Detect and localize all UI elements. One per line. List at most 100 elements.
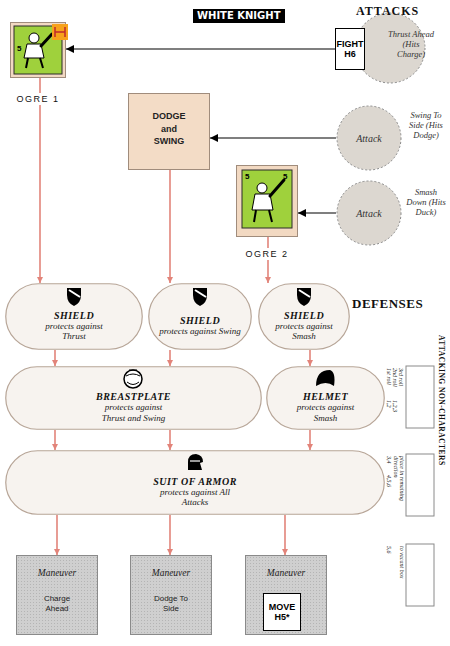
table-cell: 3,4 bbox=[386, 456, 392, 464]
flow-arrow bbox=[169, 170, 171, 283]
ogre-box: OGRE 1 bbox=[10, 22, 66, 78]
flow-arrow bbox=[39, 78, 41, 283]
counter-text: FIGHT H6 bbox=[336, 39, 364, 60]
shield-icon bbox=[67, 288, 81, 306]
figure-legs bbox=[254, 210, 272, 222]
defense-title: SHIELD bbox=[54, 310, 94, 321]
flow-arrow bbox=[169, 430, 171, 450]
shield-shape bbox=[67, 288, 81, 306]
visor-slit bbox=[190, 460, 200, 461]
flow-arrow bbox=[298, 212, 336, 213]
defense-text: protects against All Attacks bbox=[154, 487, 236, 508]
table-cell: 1st roll bbox=[386, 368, 392, 385]
defense-text: protects against Thrust and Swing bbox=[93, 402, 175, 423]
shield-shape bbox=[297, 288, 311, 306]
flow-arrow bbox=[210, 137, 336, 138]
helmet-icon bbox=[316, 370, 335, 386]
defense-oval: SHIELDprotects against Thrust bbox=[5, 283, 143, 350]
ogre-counter bbox=[242, 170, 292, 228]
counter-face bbox=[242, 170, 292, 228]
flow-arrow bbox=[309, 350, 311, 366]
ogre-box: OGRE 2 bbox=[236, 165, 298, 237]
attack-circle: AttackSmash Down (Hits Duck) bbox=[336, 180, 402, 246]
attack-title: Attack bbox=[336, 133, 402, 144]
defense-title: SHIELD bbox=[284, 310, 324, 321]
figure-club bbox=[41, 34, 52, 46]
defense-text: protects against Thrust bbox=[33, 321, 115, 342]
attack-text: Swing To Side (Hits Dodge) bbox=[404, 111, 448, 140]
side-title: ATTACKING NON-CHARACTERS bbox=[437, 335, 446, 466]
attack-circle: AttackSwing To Side (Hits Dodge) bbox=[336, 105, 402, 171]
defense-text: protects against Smash bbox=[285, 402, 367, 423]
section-title: DEFENSES bbox=[352, 296, 423, 312]
table-cell: 1,2,3 bbox=[392, 400, 398, 412]
edge-label: WHITE KNIGHT bbox=[193, 9, 285, 23]
target-marker bbox=[52, 24, 68, 40]
defense-title: HELMET bbox=[303, 391, 348, 402]
figure-head bbox=[29, 33, 39, 43]
figure-legs bbox=[26, 58, 43, 68]
flow-arrow bbox=[66, 48, 335, 49]
shield-stripe bbox=[195, 290, 206, 297]
defense-oval: BREASTPLATEprotects against Thrust and S… bbox=[5, 366, 262, 430]
marker-cross bbox=[55, 27, 65, 37]
stadium-fill bbox=[267, 367, 385, 430]
flow-arrow bbox=[56, 515, 58, 555]
counter-text: MOVE H5* bbox=[265, 602, 299, 623]
flow-arrow bbox=[54, 430, 56, 450]
shield-shape bbox=[193, 288, 207, 306]
stadium-fill bbox=[6, 451, 385, 515]
empty-box bbox=[406, 454, 434, 516]
defense-text: protects against Swing bbox=[159, 326, 241, 336]
armor-icon bbox=[188, 454, 203, 470]
shield-icon bbox=[297, 288, 311, 306]
box-title: Maneuver bbox=[267, 568, 306, 578]
maneuver-box: ManeuverCharge Ahead bbox=[16, 555, 98, 635]
shield-stripe bbox=[299, 290, 310, 297]
flow-arrow bbox=[267, 237, 269, 283]
box-title: Maneuver bbox=[152, 568, 191, 578]
box-title: DODGE and SWING bbox=[149, 110, 189, 148]
unit-name: OGRE 2 bbox=[227, 248, 307, 260]
shield-icon bbox=[193, 288, 207, 306]
breastplate-shape bbox=[124, 370, 142, 388]
defense-oval: SHIELDprotects against Smash bbox=[258, 283, 350, 350]
table-cell: 1,2 bbox=[386, 400, 392, 408]
unit-counter: FIGHT H6 bbox=[335, 28, 365, 70]
breastplate-icon bbox=[124, 370, 142, 388]
table-cell: place in remaining direction bbox=[391, 456, 405, 518]
flow-arrow bbox=[169, 515, 171, 555]
defense-title: BREASTPLATE bbox=[96, 391, 171, 402]
table-cell: 3rd roll bbox=[398, 368, 404, 386]
attack-title: Attack bbox=[336, 208, 402, 219]
defense-title: SUIT OF ARMOR bbox=[153, 476, 237, 487]
circle-fill bbox=[337, 181, 401, 245]
defense-oval: SHIELDprotects against Swing bbox=[148, 283, 252, 350]
knight-head bbox=[188, 454, 203, 470]
stadium-fill bbox=[259, 284, 350, 350]
maneuver-text: Dodge To Side bbox=[149, 594, 193, 615]
stadium-fill bbox=[6, 284, 143, 350]
flow-arrow bbox=[169, 350, 171, 366]
figure-head bbox=[257, 183, 267, 193]
maneuver-box: ManeuverMOVE H5* bbox=[245, 555, 327, 635]
box-title: Maneuver bbox=[38, 568, 77, 578]
maneuver-box: ManeuverDodge To Side bbox=[130, 555, 212, 635]
table-cell: 4,5,6 bbox=[386, 475, 392, 487]
defense-oval: HELMETprotects against Smash bbox=[266, 366, 385, 430]
empty-box bbox=[406, 366, 434, 428]
figure-body bbox=[24, 44, 44, 58]
defense-title: SHIELD bbox=[180, 315, 220, 326]
defense-oval: SUIT OF ARMORprotects against All Attack… bbox=[5, 450, 385, 515]
maneuver-text: Charge Ahead bbox=[35, 594, 79, 615]
table-cell: 5,6 bbox=[386, 546, 392, 554]
table-cell: 2nd roll bbox=[392, 368, 398, 387]
stadium-fill bbox=[149, 284, 252, 350]
figure-body bbox=[252, 194, 273, 210]
counter-face bbox=[14, 26, 62, 74]
flow-arrow bbox=[284, 515, 286, 555]
unit-name: OGRE 1 bbox=[1, 93, 75, 105]
attack-text: Smash Down (Hits Duck) bbox=[404, 188, 448, 217]
